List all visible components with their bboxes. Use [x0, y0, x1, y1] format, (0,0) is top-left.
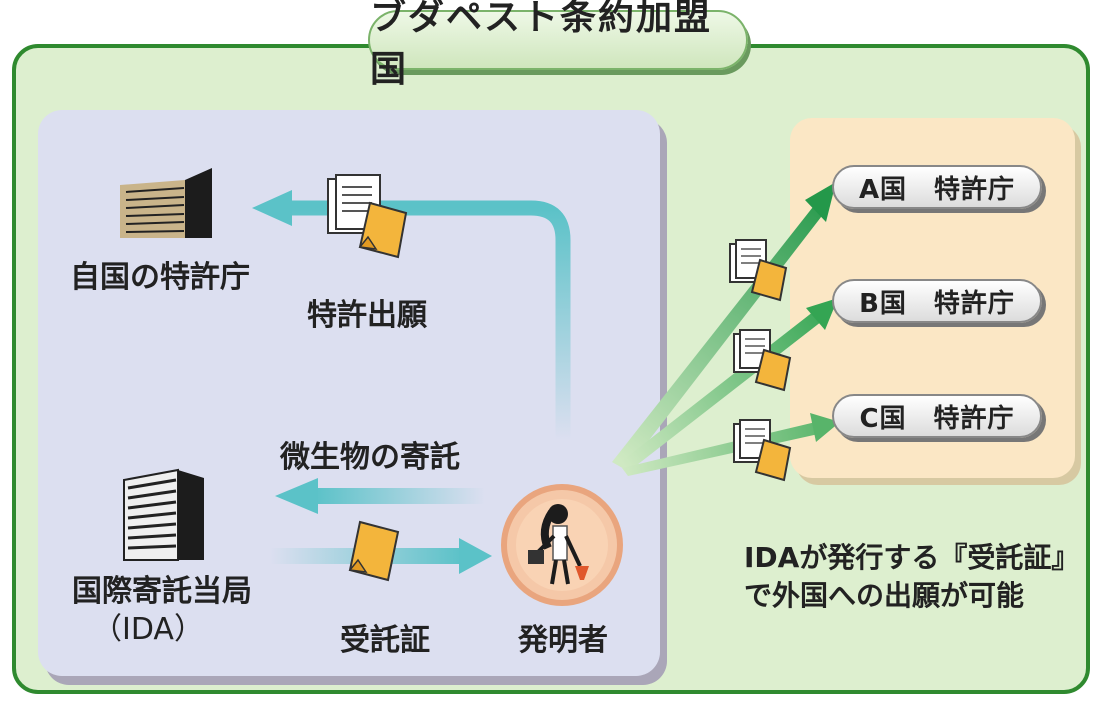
document-stack-icon — [733, 419, 792, 482]
deposit-arrow — [275, 478, 485, 514]
inventor-icon — [501, 484, 623, 606]
patent-application-arrow — [252, 190, 571, 440]
ida-label: 国際寄託当局 — [72, 574, 252, 609]
receipt-document-icon — [348, 520, 400, 582]
note-line-2: で外国への出願が可能 — [744, 579, 1025, 612]
note-line-1: IDAが発行する『受託証』 — [744, 541, 1080, 574]
ida-abbreviation-label: （IDA） — [92, 612, 204, 647]
home-patent-office-label: 自国の特許庁 — [70, 260, 250, 295]
document-stack-icon — [729, 239, 788, 302]
receipt-label: 受託証 — [340, 623, 430, 658]
ida-building-icon — [123, 468, 204, 561]
inventor-label: 発明者 — [518, 623, 608, 658]
office-a-pill: A国 特許庁 — [832, 165, 1042, 209]
patent-application-label: 特許出願 — [307, 298, 427, 333]
foreign-filing-arrows — [612, 182, 840, 476]
deposit-label: 微生物の寄託 — [280, 440, 460, 475]
office-b-pill: B国 特許庁 — [832, 279, 1042, 323]
office-c-pill: C国 特許庁 — [832, 394, 1042, 438]
home-patent-office-building-icon — [120, 168, 212, 238]
application-documents-icon — [327, 174, 408, 259]
document-stack-icon — [733, 329, 792, 392]
